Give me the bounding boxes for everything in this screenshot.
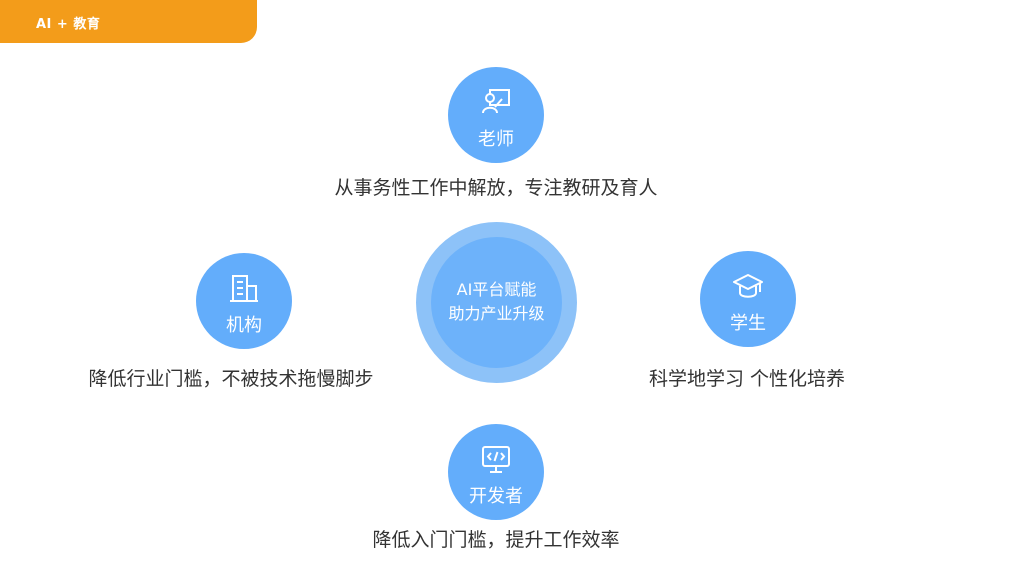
- developer-circle: 开发者: [448, 424, 544, 520]
- hub-inner-circle: [431, 237, 562, 368]
- header-title: AI + 教育: [36, 17, 101, 32]
- code-monitor-icon: [482, 446, 510, 473]
- developer-label: 开发者: [469, 486, 523, 507]
- hub-line-2: 助力产业升级: [448, 304, 545, 323]
- hub-line-1: AI平台赋能: [456, 280, 537, 299]
- teacher-label: 老师: [478, 129, 514, 150]
- institution-description: 降低行业门槛，不被技术拖慢脚步: [88, 368, 374, 390]
- graduation-cap-icon: [733, 274, 763, 298]
- developer-description: 降低入门门槛，提升工作效率: [372, 529, 620, 551]
- teacher-board-icon: [482, 89, 510, 114]
- header-tab: AI + 教育: [0, 0, 257, 43]
- building-icon: [230, 275, 258, 302]
- student-description: 科学地学习 个性化培养: [648, 368, 846, 390]
- student-label: 学生: [730, 313, 766, 334]
- institution-label: 机构: [226, 315, 262, 336]
- teacher-description: 从事务性工作中解放，专注教研及育人: [334, 177, 658, 199]
- institution-circle: 机构: [196, 253, 292, 349]
- teacher-circle: 老师: [448, 67, 544, 163]
- student-circle: 学生: [700, 251, 796, 347]
